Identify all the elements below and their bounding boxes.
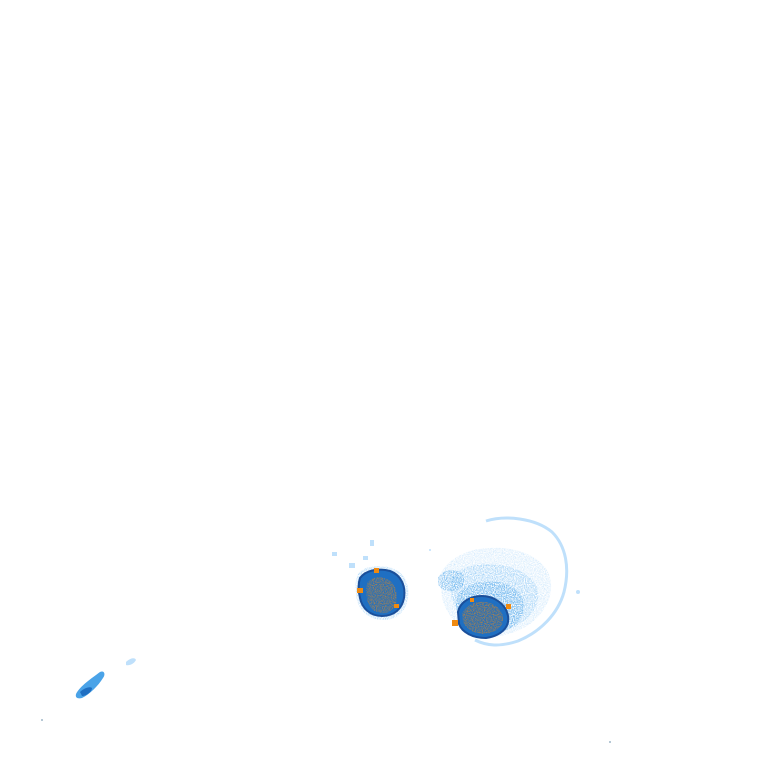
west-cell-scattered-echo bbox=[332, 540, 374, 568]
west-cell bbox=[332, 540, 409, 620]
west-cell-core-orange bbox=[366, 577, 397, 614]
southwest-echo-streak bbox=[75, 671, 105, 699]
speck bbox=[609, 741, 611, 743]
east-cell-outer-ring bbox=[474, 516, 569, 647]
speck bbox=[576, 590, 580, 594]
southwest-echo bbox=[75, 658, 136, 699]
speck bbox=[429, 549, 431, 551]
east-cell-core bbox=[452, 594, 511, 640]
east-core-flecks bbox=[452, 598, 511, 626]
east-cell-northwest-lobe bbox=[438, 570, 465, 592]
southwest-echo-core bbox=[80, 687, 92, 696]
southwest-echo-fleck bbox=[126, 658, 136, 666]
west-cell-core-flecks bbox=[357, 568, 399, 608]
isolated-specks bbox=[41, 549, 611, 743]
east-core-orange bbox=[462, 601, 503, 634]
speck bbox=[41, 719, 43, 721]
